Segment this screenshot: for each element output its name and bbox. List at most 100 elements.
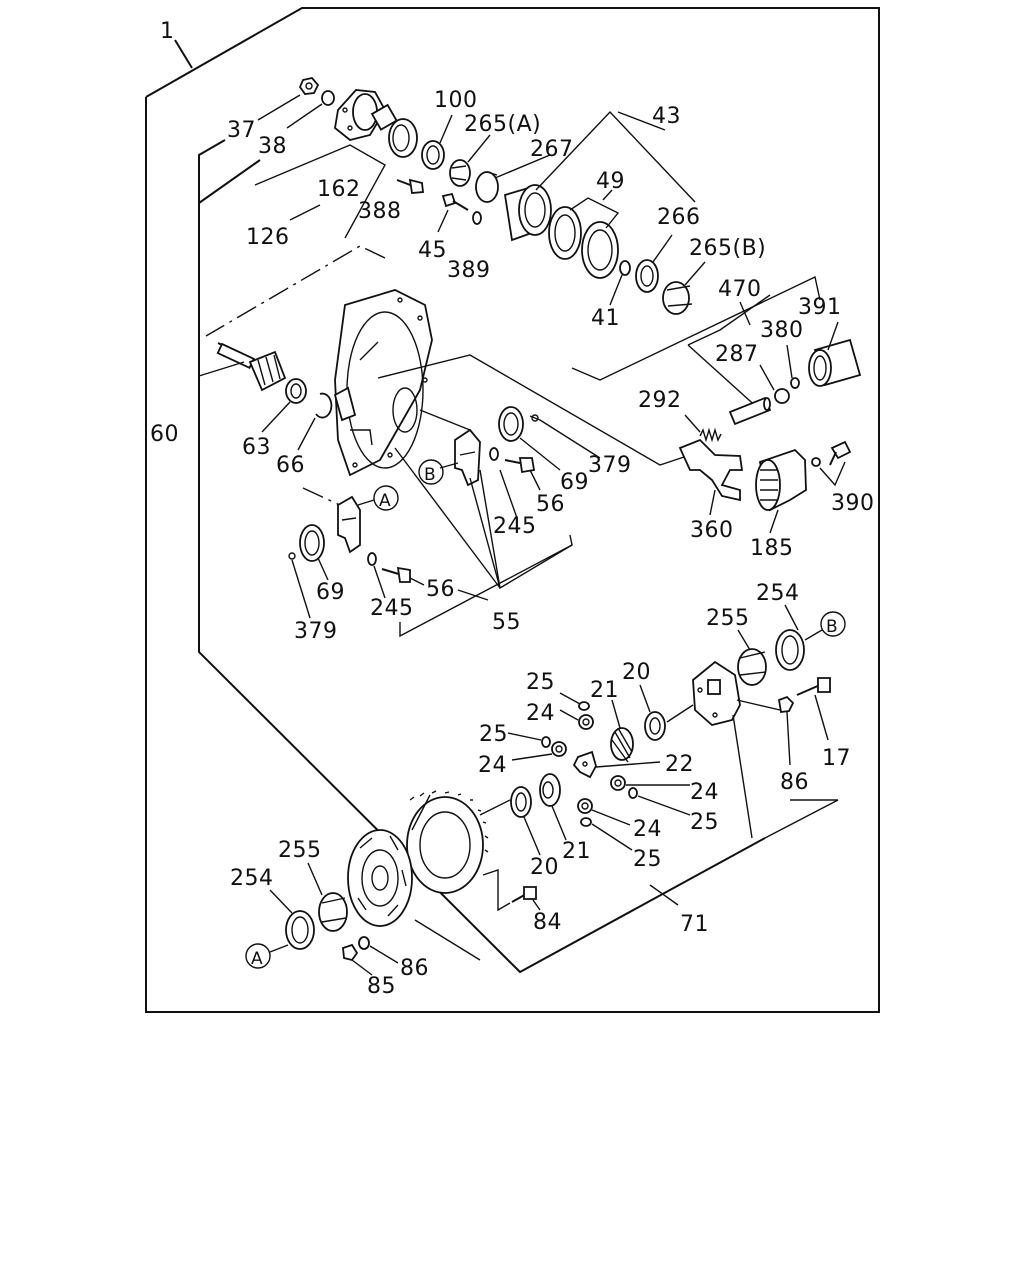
label-20a: 20: [622, 660, 651, 685]
label-185: 185: [750, 536, 794, 561]
label-380: 380: [760, 318, 804, 343]
plug-287: [774, 388, 790, 404]
label-24d: 24: [633, 817, 662, 842]
label-21b: 21: [562, 839, 591, 864]
bearing-265b: [662, 281, 693, 315]
label-255a: 255: [706, 606, 750, 631]
shift-rod-470: [728, 396, 772, 426]
label-84: 84: [533, 910, 562, 935]
label-85: 85: [367, 974, 396, 999]
centerline-upper: [205, 245, 386, 337]
svg-text:B: B: [826, 617, 838, 637]
lock-pin-379b: [288, 552, 296, 560]
washer-245a: [489, 447, 499, 461]
label-1: 1: [160, 19, 175, 44]
label-69b: 69: [316, 580, 345, 605]
nut-37: [298, 77, 320, 95]
label-25b: 25: [479, 722, 508, 747]
differential-case-half-left: [347, 829, 413, 927]
label-389: 389: [447, 258, 491, 283]
thrust-washer-20a: [644, 711, 666, 741]
washer-25a: [578, 701, 590, 711]
adjuster-nut-69b: [299, 524, 325, 562]
snap-ring-66: [315, 392, 333, 419]
label-388: 388: [358, 199, 402, 224]
callout-b-top: B: [418, 459, 444, 485]
label-390: 390: [831, 491, 875, 516]
bearing-100: [421, 140, 445, 170]
pinion-gear-24b: [551, 741, 567, 757]
label-470: 470: [718, 277, 762, 302]
washer-41: [619, 260, 631, 276]
pinion-gear-24a: [578, 714, 594, 730]
label-25c: 25: [690, 810, 719, 835]
lock-pin-379a: [529, 414, 541, 422]
side-gear-21b: [539, 773, 561, 807]
label-63: 63: [242, 435, 271, 460]
label-379b: 379: [294, 619, 338, 644]
differential-carrier-housing: [333, 289, 433, 477]
shim-49a: [548, 206, 582, 260]
label-17: 17: [822, 746, 851, 771]
label-245a: 245: [493, 514, 537, 539]
spring-292: [699, 427, 722, 443]
label-86a: 86: [780, 770, 809, 795]
thrust-washer-20b: [510, 786, 532, 818]
label-391: 391: [798, 295, 842, 320]
label-287: 287: [715, 342, 759, 367]
nut-85: [342, 943, 359, 962]
bearing-cup-254b: [775, 629, 805, 671]
washer-38: [321, 90, 335, 106]
bearing-63: [285, 378, 307, 404]
svg-text:A: A: [251, 949, 263, 969]
label-71: 71: [680, 912, 709, 937]
svg-text:B: B: [424, 465, 436, 485]
label-66: 66: [276, 453, 305, 478]
bearing-cap-b: [454, 428, 481, 487]
leader-1: [174, 39, 193, 69]
label-20b: 20: [530, 855, 559, 880]
assembly-frame: [145, 7, 880, 1013]
washer-25c: [628, 787, 638, 799]
callout-b-bottom: B: [820, 611, 846, 637]
label-86b: 86: [400, 956, 429, 981]
pinion-gear-24d: [577, 798, 593, 814]
bearing-cap-a: [337, 495, 361, 554]
washer-25d: [580, 817, 592, 827]
washer-86b: [358, 936, 370, 950]
label-24b: 24: [478, 753, 507, 778]
group-bracket-60: [198, 139, 766, 974]
label-56b: 56: [426, 577, 455, 602]
adjuster-nut-69a: [498, 406, 524, 442]
label-255b: 255: [278, 838, 322, 863]
companion-flange-162: [334, 89, 398, 141]
label-254b: 254: [230, 866, 274, 891]
ball-380: [790, 377, 800, 389]
side-gear-21a: [610, 727, 634, 763]
label-265b: 265(B): [689, 236, 766, 261]
label-267: 267: [530, 137, 574, 162]
bearing-retainer-43: [503, 184, 552, 242]
label-56a: 56: [536, 492, 565, 517]
label-21a: 21: [590, 678, 619, 703]
label-379a: 379: [588, 453, 632, 478]
bolt-390: [829, 440, 852, 466]
label-49: 49: [596, 169, 625, 194]
label-24c: 24: [690, 780, 719, 805]
bearing-255a: [318, 892, 348, 932]
bolt-84: [511, 886, 537, 903]
label-254a: 254: [756, 581, 800, 606]
nut-86a: [777, 695, 795, 714]
label-38: 38: [258, 134, 287, 159]
bolt-56b: [381, 566, 411, 583]
label-41: 41: [591, 306, 620, 331]
label-69a: 69: [560, 470, 589, 495]
oil-seal-388: [388, 118, 418, 158]
label-266: 266: [657, 205, 701, 230]
washer-25b: [541, 736, 551, 748]
label-24a: 24: [526, 701, 555, 726]
svg-text:A: A: [379, 491, 391, 511]
bolt-126: [396, 178, 424, 194]
pinion-gear-24c: [610, 775, 626, 791]
